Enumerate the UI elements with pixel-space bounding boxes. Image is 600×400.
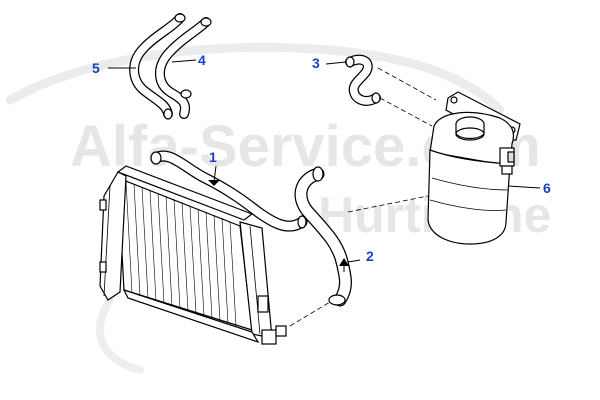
- watermark-swoosh-lower-icon: [96, 296, 144, 374]
- hose-4: [155, 17, 212, 119]
- expansion-tank: [427, 91, 521, 245]
- hose-5: [129, 13, 186, 120]
- callout-3: 3: [312, 55, 320, 71]
- radiator: [99, 165, 287, 345]
- leader-lines: [108, 59, 541, 272]
- connection-lines: [289, 67, 437, 327]
- callout-4: 4: [198, 52, 206, 68]
- callout-6: 6: [543, 180, 551, 196]
- watermark-swoosh-icon: [5, 42, 505, 115]
- hose-3: [345, 54, 381, 106]
- callout-2: 2: [366, 248, 374, 264]
- callout-5: 5: [92, 60, 100, 76]
- hose-2: [294, 166, 352, 307]
- callout-1: 1: [209, 149, 217, 165]
- hose-1: [150, 150, 308, 232]
